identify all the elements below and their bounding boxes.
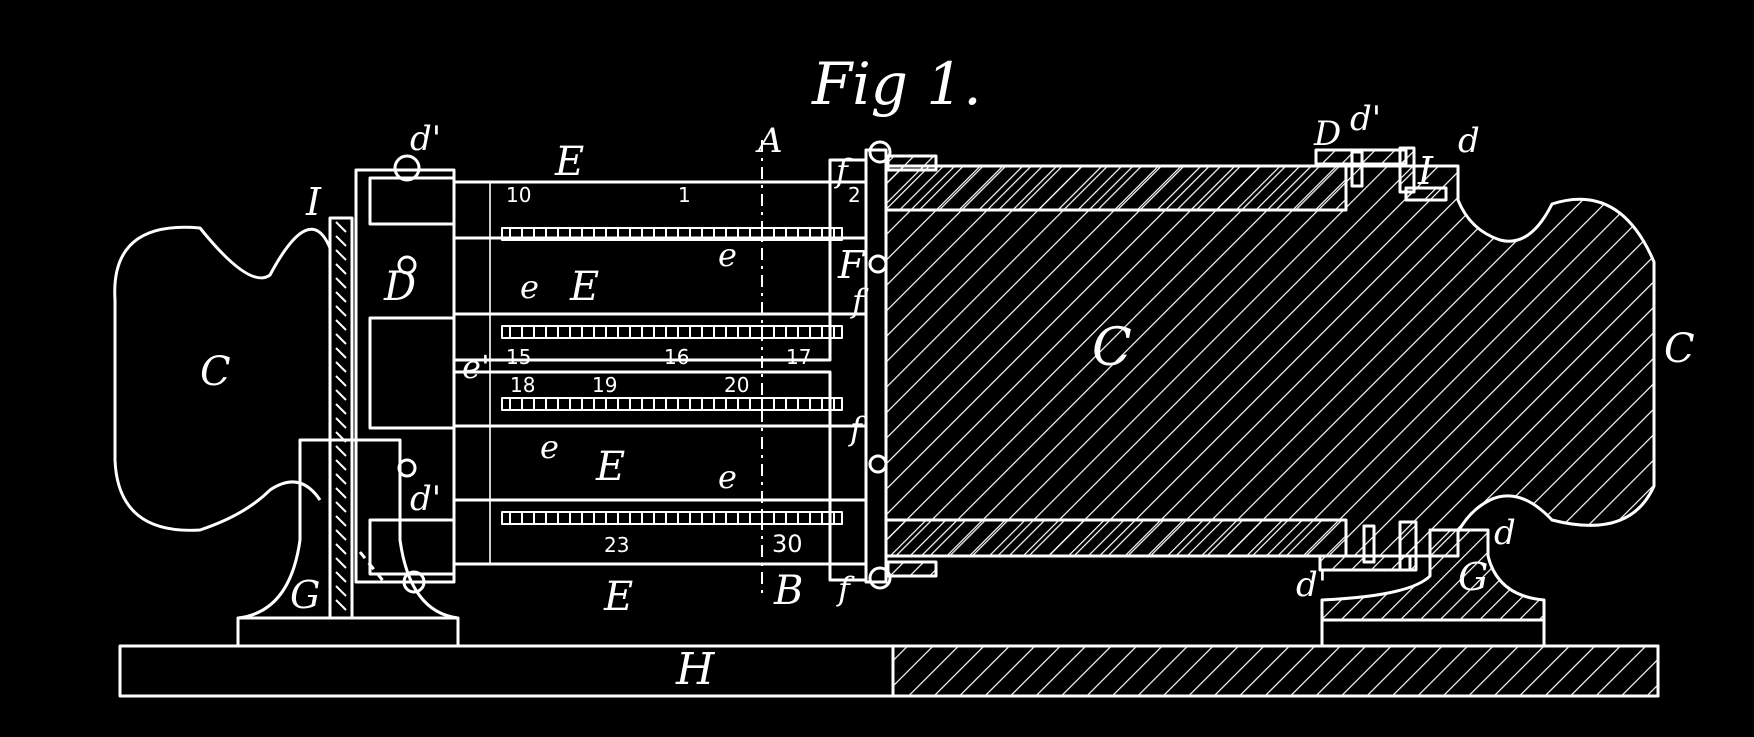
- figure-labels: C C C D D d' d' d' d' d d I I E E E E e …: [200, 99, 1695, 695]
- scale-num-30: 30: [772, 530, 803, 558]
- label-dprime-left-mid: d': [410, 479, 441, 519]
- scale-numbers: 10 1 2 15 16 17 18 19 20 23 30: [506, 183, 861, 558]
- label-h: H: [675, 644, 716, 695]
- label-g-right: G: [1458, 555, 1488, 599]
- scale-num-23: 23: [604, 533, 629, 557]
- scale-num-15: 15: [506, 345, 531, 369]
- label-d-left: D: [383, 264, 416, 310]
- label-e-mid-upper: E: [569, 264, 599, 310]
- label-c-right: C: [1664, 326, 1695, 372]
- left-thread: [335, 221, 347, 611]
- center-flange: [864, 148, 888, 584]
- label-dprime-bottom-right: d': [1296, 565, 1327, 605]
- label-e-bottom: E: [603, 574, 633, 620]
- base-plate-h: [118, 644, 1660, 698]
- label-i-left: I: [305, 180, 322, 224]
- label-d-top-right: D: [1313, 114, 1341, 154]
- label-f-3: f: [848, 410, 867, 448]
- label-c-left: C: [200, 349, 231, 395]
- scale-num-18: 18: [510, 373, 535, 397]
- label-e-mid-upper-small: e: [520, 268, 539, 306]
- label-b: B: [773, 568, 803, 614]
- label-d-top-right-small: d: [1458, 121, 1480, 161]
- label-a: A: [755, 121, 783, 161]
- scale-num-20: 20: [724, 373, 749, 397]
- label-e-prime: e': [462, 348, 490, 386]
- scale-num-10: 10: [506, 183, 531, 207]
- left-disc-d: [354, 154, 456, 594]
- scales: [501, 227, 843, 525]
- label-f-4: f: [836, 570, 855, 608]
- top-right-hardware: [886, 146, 1448, 202]
- label-i-right: I: [1417, 149, 1434, 193]
- label-g-left: G: [290, 573, 320, 617]
- label-d-bottom-right-small: d: [1494, 513, 1516, 553]
- main-body-c: [884, 164, 1656, 558]
- label-e-upper-small: e: [718, 236, 737, 274]
- scale-num-17: 17: [786, 345, 811, 369]
- label-c-center: C: [1092, 318, 1132, 378]
- left-handle-c: [113, 225, 332, 532]
- left-upright-i: [328, 216, 354, 620]
- label-e-mid-lower: E: [595, 444, 625, 490]
- scale-num-19: 19: [592, 373, 617, 397]
- label-e-lower-small: e: [718, 458, 737, 496]
- scale-num-16: 16: [664, 345, 689, 369]
- figure-title: Fig 1.: [811, 50, 982, 118]
- left-pedestal-g: [236, 438, 460, 648]
- scale-num-1: 1: [678, 183, 691, 207]
- clamp-plates-f: [828, 140, 892, 590]
- bottom-right-pedestal-g: [886, 520, 1546, 646]
- label-e-mid-lower-small: e: [540, 428, 559, 466]
- label-f-big: F: [837, 243, 866, 287]
- label-e-top: E: [554, 139, 584, 185]
- scale-num-2: 2: [848, 183, 861, 207]
- label-dprime-top-left: d': [410, 119, 441, 159]
- label-dprime-top-right: d': [1350, 99, 1381, 139]
